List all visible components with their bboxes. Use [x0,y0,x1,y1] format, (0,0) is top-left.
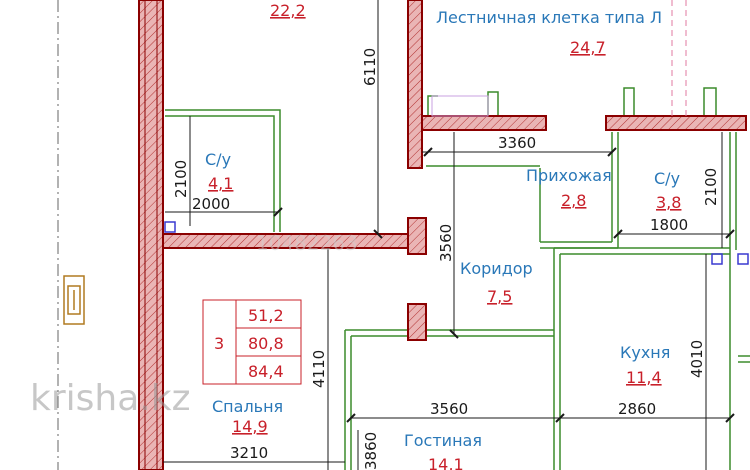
dim-3560-vertical: 3560 [437,224,455,262]
bath1-area: 4,1 [208,174,233,193]
summary-value-3: 84,4 [248,362,284,381]
stair-lines [671,0,687,116]
partitions [165,87,750,470]
bedroom-area: 14,9 [232,417,268,436]
hall-label: Прихожая [526,166,612,185]
summary-value-1: 51,2 [248,306,284,325]
bath1-label: С/у [205,150,231,169]
dim-3860: 3860 [362,432,380,470]
dim-4110: 4110 [310,350,328,388]
living-area: 14,1 [428,455,464,470]
column-markers [164,221,749,265]
dim-2100-right: 2100 [702,168,720,206]
top-room-area: 22,2 [270,1,306,20]
corridor-label: Коридор [460,259,533,278]
stairwell-area: 24,7 [570,38,606,57]
watermark-logo: krisha.kz [30,378,190,419]
dim-3210: 3210 [230,444,268,462]
dim-2000: 2000 [192,195,230,213]
dim-3360: 3360 [498,134,536,152]
dimension-ticks [273,147,735,423]
watermark-code: 10482263 [256,231,358,255]
dim-6110: 6110 [361,48,379,86]
corridor-area: 7,5 [487,287,512,306]
bath2-area: 3,8 [656,193,681,212]
kitchen-area: 11,4 [626,368,662,387]
summary-value-2: 80,8 [248,334,284,353]
summary-rooms-count: 3 [214,334,224,353]
dim-2860: 2860 [618,400,656,418]
stairwell-label: Лестничная клетка типа Л [436,8,662,27]
window-icon [63,275,85,325]
dimension-lines [163,0,730,470]
dim-2100-left: 2100 [172,160,190,198]
living-label: Гостиная [404,431,482,450]
walls [138,0,747,470]
kitchen-label: Кухня [620,343,670,362]
bath2-label: С/у [654,169,680,188]
dim-3560-horizontal: 3560 [430,400,468,418]
summary-table [202,299,302,385]
stair-landing [431,95,489,117]
bedroom-label: Спальня [212,397,283,416]
dim-4010: 4010 [688,340,706,378]
hall-area: 2,8 [561,191,586,210]
dim-1800: 1800 [650,216,688,234]
